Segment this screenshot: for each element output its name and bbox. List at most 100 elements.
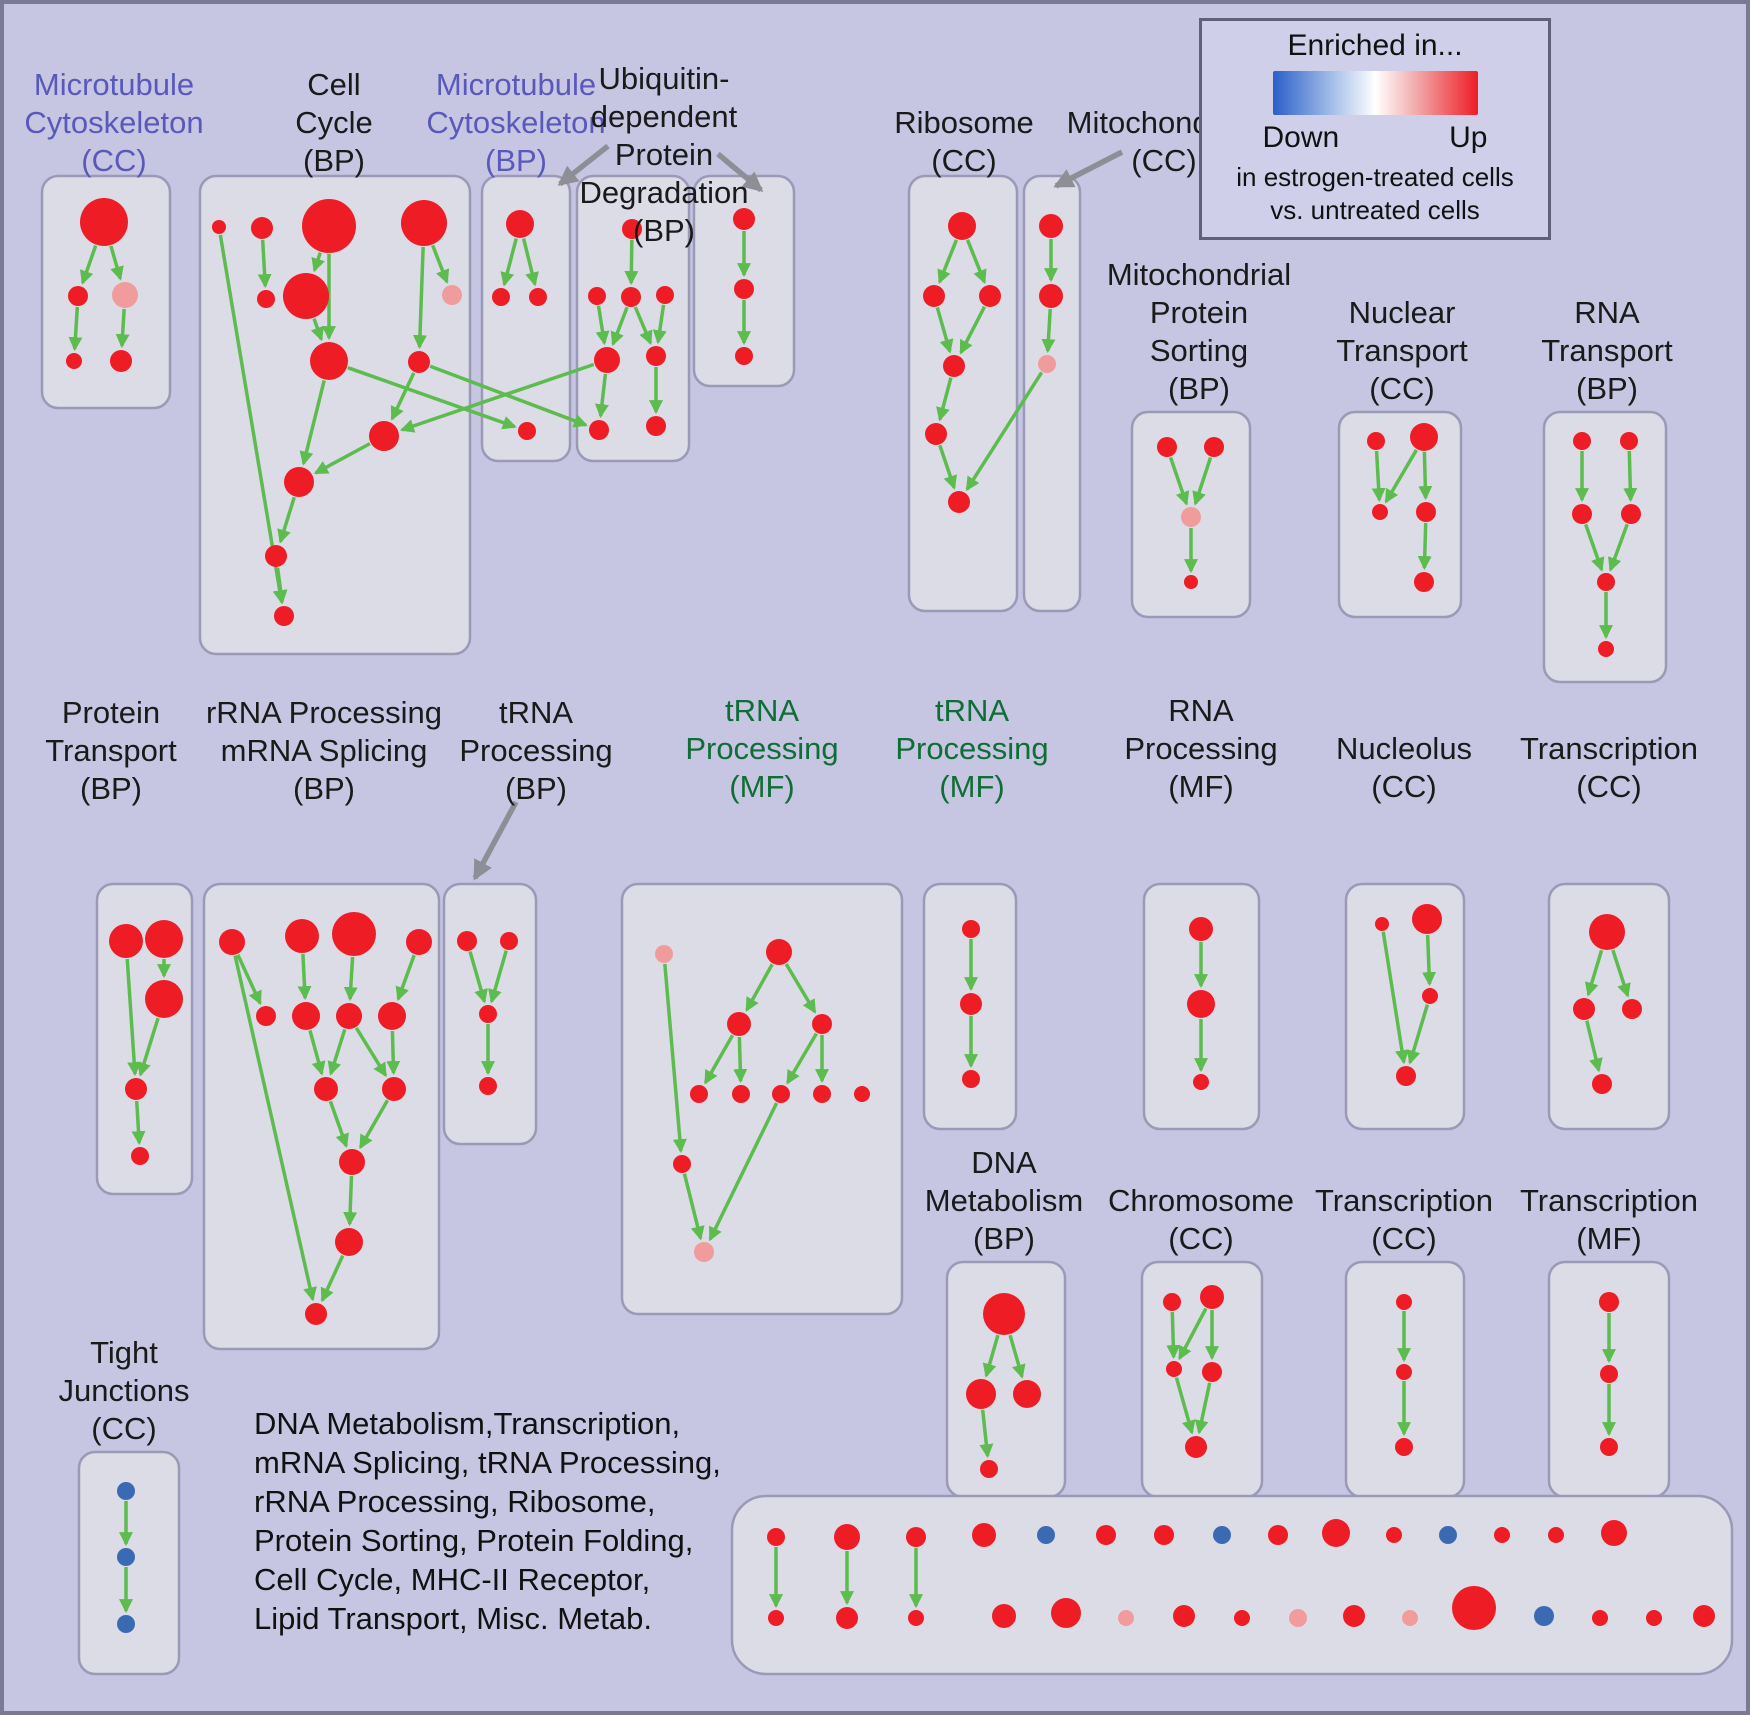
gene-node xyxy=(1213,1526,1231,1544)
edge xyxy=(1422,934,1437,987)
legend-gradient-bar xyxy=(1272,71,1478,115)
gene-node xyxy=(1173,1605,1195,1627)
gene-node xyxy=(529,288,547,306)
edge xyxy=(1371,450,1386,503)
gene-node xyxy=(979,285,1001,307)
annotation-arrow xyxy=(557,143,610,187)
gene-node xyxy=(1372,504,1388,520)
misc-text-line: DNA Metabolism,Transcription, xyxy=(254,1406,681,1441)
gene-node xyxy=(655,945,673,963)
edge xyxy=(390,372,416,421)
edge xyxy=(131,1100,146,1146)
gene-node xyxy=(219,929,245,955)
gene-node xyxy=(813,1085,831,1103)
edge xyxy=(1381,931,1409,1065)
gene-node xyxy=(768,1610,784,1626)
gene-node xyxy=(1597,573,1615,591)
gene-node xyxy=(336,1003,362,1029)
misc-categories-text: DNA Metabolism,Transcription, mRNA Splici… xyxy=(254,1404,721,1638)
edge xyxy=(786,1032,818,1085)
gene-node xyxy=(1163,1293,1181,1311)
gene-node xyxy=(854,1086,870,1102)
gene-node xyxy=(1202,1362,1222,1382)
gene-node xyxy=(1573,432,1591,450)
edge xyxy=(137,1017,160,1077)
gene-node xyxy=(1589,914,1625,950)
gene-node xyxy=(1157,437,1177,457)
cluster-box-rrna-processing-mrna-splicing-bp xyxy=(202,882,441,1351)
gene-node xyxy=(68,286,88,306)
edge xyxy=(328,1100,349,1148)
edge xyxy=(982,1334,1000,1378)
edge xyxy=(310,318,324,342)
gene-node xyxy=(285,919,319,953)
edge xyxy=(68,306,83,352)
gene-node xyxy=(314,1077,338,1101)
edge xyxy=(745,963,774,1012)
gene-node xyxy=(1622,999,1642,1019)
gene-node xyxy=(110,350,132,372)
gene-node xyxy=(80,198,128,246)
annotation-arrow xyxy=(472,800,519,881)
edge xyxy=(1417,522,1432,571)
gene-node xyxy=(1268,1525,1288,1545)
edge xyxy=(1166,1311,1181,1360)
edge xyxy=(399,362,595,433)
legend-title: Enriched in... xyxy=(1287,29,1463,62)
gene-node xyxy=(251,217,273,239)
misc-text-line: mRNA Splicing, tRNA Processing, xyxy=(254,1445,721,1480)
gene-node xyxy=(690,1085,708,1103)
edge xyxy=(610,306,629,347)
gene-node xyxy=(1154,1525,1174,1545)
gene-node xyxy=(1343,1605,1365,1627)
cluster-box-rna-transport-bp xyxy=(1542,410,1668,684)
edge xyxy=(708,1102,779,1242)
annotation-arrow xyxy=(1053,149,1124,189)
edge xyxy=(965,239,987,285)
gene-node xyxy=(125,1078,147,1100)
gene-node xyxy=(117,1615,135,1633)
edge xyxy=(1192,456,1213,506)
gene-node xyxy=(1375,917,1389,931)
gene-node xyxy=(442,285,462,305)
gene-node xyxy=(1289,1609,1307,1627)
edge xyxy=(311,252,325,273)
misc-text-line: Lipid Transport, Misc. Metab. xyxy=(254,1601,652,1636)
gene-node xyxy=(1599,1292,1619,1312)
edge xyxy=(784,963,817,1014)
gene-node xyxy=(131,1147,149,1165)
gene-node xyxy=(1646,1610,1662,1626)
cluster-box-nucleolus-cc xyxy=(1344,882,1466,1131)
gene-node xyxy=(1187,990,1215,1018)
gene-node xyxy=(302,199,356,253)
gene-node xyxy=(1396,1294,1412,1310)
gene-node xyxy=(1386,1527,1402,1543)
edge xyxy=(1611,949,1631,998)
edge xyxy=(1178,1307,1208,1361)
gene-node xyxy=(1166,1361,1182,1377)
edge xyxy=(343,1175,358,1227)
edge xyxy=(125,958,142,1077)
gene-node xyxy=(1181,507,1201,527)
edge xyxy=(327,1028,347,1076)
gene-node xyxy=(908,1610,924,1626)
gene-node xyxy=(1234,1610,1250,1626)
edge xyxy=(1406,1004,1430,1065)
gene-node xyxy=(1600,1365,1618,1383)
edge xyxy=(347,366,517,430)
edge xyxy=(277,496,296,544)
edge xyxy=(412,246,427,350)
gene-node xyxy=(906,1527,926,1547)
gene-node xyxy=(1534,1606,1554,1626)
edge xyxy=(500,238,518,287)
misc-text-line: Protein Sorting, Protein Folding, xyxy=(254,1523,694,1558)
gene-node xyxy=(834,1524,860,1550)
gene-node xyxy=(923,285,945,307)
gene-node xyxy=(1494,1527,1510,1543)
gene-node xyxy=(492,288,510,306)
gene-node xyxy=(1402,1610,1418,1626)
gene-node xyxy=(766,939,792,965)
gene-node xyxy=(479,1077,497,1095)
gene-node xyxy=(369,421,399,451)
